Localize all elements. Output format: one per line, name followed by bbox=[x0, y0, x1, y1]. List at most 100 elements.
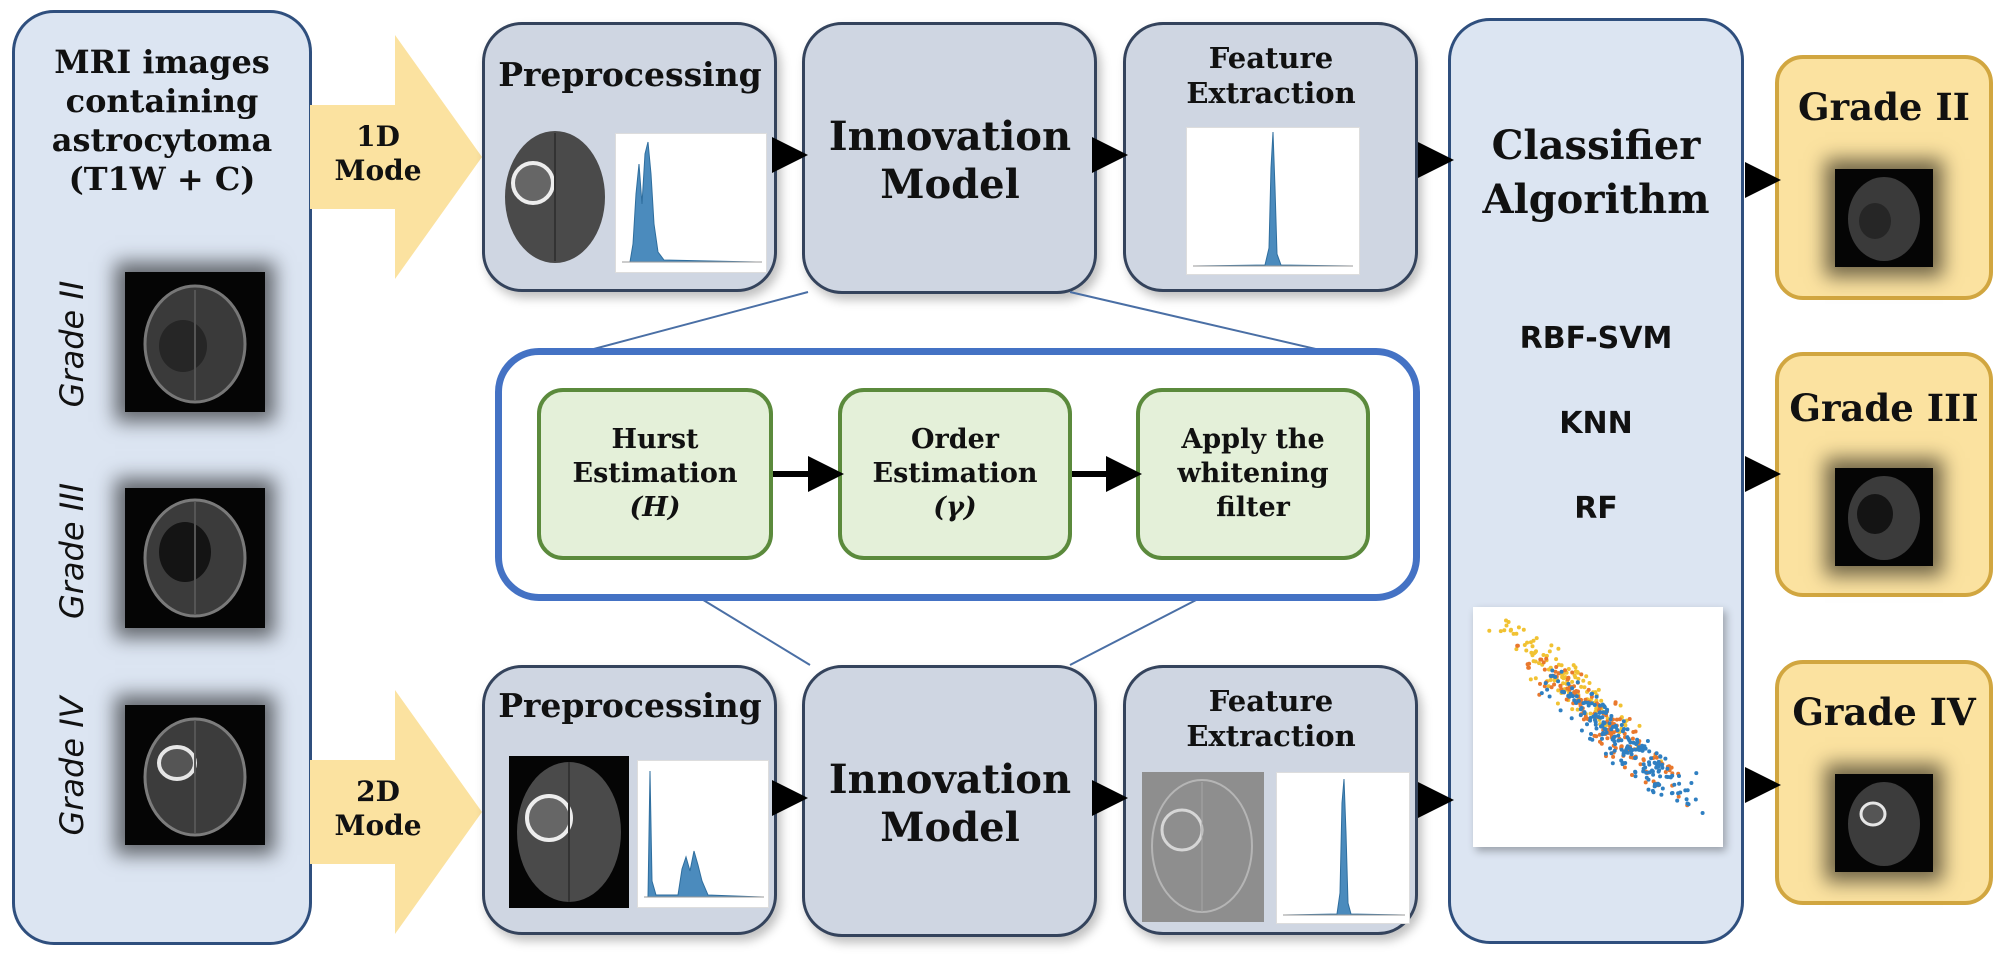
scatter-point bbox=[1596, 687, 1601, 692]
classifier-title-line: Algorithm bbox=[1482, 176, 1710, 223]
scatter-point bbox=[1628, 746, 1633, 751]
scatter-point bbox=[1570, 679, 1575, 684]
scatter-point bbox=[1644, 775, 1649, 780]
mri-grade-iv-image bbox=[125, 705, 265, 845]
scatter-point bbox=[1609, 714, 1614, 718]
scatter-point bbox=[1660, 786, 1665, 791]
scatter-point bbox=[1554, 665, 1559, 669]
scatter-point bbox=[1640, 748, 1645, 753]
mode-1d-arrow bbox=[310, 35, 482, 279]
scatter-point bbox=[1556, 679, 1561, 684]
scatter-point bbox=[1677, 781, 1682, 786]
scatter-point bbox=[1528, 677, 1533, 682]
scatter-point bbox=[1603, 751, 1608, 756]
scatter-point bbox=[1592, 703, 1597, 707]
innovation-title-top: Innovation Model bbox=[805, 113, 1095, 209]
scatter-point bbox=[1582, 710, 1587, 715]
scatter-point bbox=[1553, 669, 1558, 674]
innovation-line: Innovation bbox=[828, 113, 1072, 160]
scatter-point bbox=[1645, 739, 1650, 743]
innovation-line: Innovation bbox=[828, 756, 1072, 803]
scatter-point bbox=[1588, 711, 1593, 716]
scatter-point bbox=[1633, 770, 1638, 775]
scatter-point bbox=[1621, 719, 1626, 724]
scatter-point bbox=[1611, 724, 1615, 729]
scatter-point bbox=[1566, 693, 1571, 698]
order-line: (γ) bbox=[933, 491, 977, 523]
scatter-point bbox=[1563, 668, 1567, 673]
scatter-point bbox=[1504, 618, 1508, 623]
algo-rbf-svm: RBF-SVM bbox=[1519, 321, 1673, 356]
scatter-point bbox=[1693, 797, 1698, 802]
scatter-point bbox=[1685, 801, 1690, 806]
feature-title-top: Feature Extraction bbox=[1126, 41, 1416, 111]
scatter-point bbox=[1622, 765, 1627, 770]
scatter-point bbox=[1625, 744, 1630, 749]
scatter-point bbox=[1586, 700, 1590, 705]
scatter-point bbox=[1570, 670, 1575, 675]
scatter-point bbox=[1548, 674, 1553, 679]
input-title-line: containing bbox=[65, 82, 259, 121]
whitening-line: Apply the bbox=[1181, 424, 1325, 456]
scatter-point bbox=[1570, 686, 1575, 691]
scatter-point bbox=[1633, 774, 1638, 779]
scatter-point bbox=[1605, 716, 1610, 721]
scatter-point bbox=[1548, 678, 1553, 683]
scatter-point bbox=[1641, 758, 1646, 763]
scatter-point bbox=[1676, 794, 1681, 799]
hurst-line: Estimation bbox=[572, 458, 738, 490]
scatter-point bbox=[1625, 735, 1630, 740]
scatter-point bbox=[1659, 792, 1664, 797]
output-grade-ii-label: Grade II bbox=[1798, 85, 1970, 129]
feature-line: Feature bbox=[1208, 684, 1334, 718]
scatter-point bbox=[1509, 627, 1513, 632]
scatter-point bbox=[1672, 782, 1677, 787]
scatter-point bbox=[1665, 766, 1670, 771]
scatter-point bbox=[1612, 748, 1617, 753]
scatter-point bbox=[1601, 720, 1606, 725]
scatter-point bbox=[1594, 726, 1599, 731]
scatter-plot-image bbox=[1473, 607, 1723, 847]
scatter-point bbox=[1651, 790, 1656, 795]
scatter-point bbox=[1586, 687, 1591, 692]
scatter-point bbox=[1638, 762, 1643, 767]
scatter-point bbox=[1585, 722, 1589, 727]
scatter-point bbox=[1614, 717, 1619, 722]
scatter-point bbox=[1537, 661, 1541, 666]
scatter-point bbox=[1541, 660, 1546, 665]
scatter-point bbox=[1619, 747, 1624, 752]
scatter-point bbox=[1590, 737, 1595, 742]
output-grade-iv-box: Grade IV bbox=[1775, 660, 1993, 905]
scatter-point bbox=[1584, 674, 1589, 679]
scatter-point bbox=[1678, 790, 1683, 795]
scatter-point bbox=[1637, 723, 1642, 728]
scatter-point bbox=[1654, 755, 1659, 760]
scatter-point bbox=[1538, 681, 1542, 686]
output-grade-iii-box: Grade III bbox=[1775, 352, 1993, 597]
scatter-point bbox=[1521, 627, 1526, 632]
scatter-point bbox=[1593, 720, 1598, 725]
scatter-point bbox=[1629, 752, 1634, 757]
scatter-point bbox=[1643, 780, 1648, 785]
feature-title-bottom: Feature Extraction bbox=[1126, 684, 1416, 754]
mode-1d-label: 1D Mode bbox=[318, 120, 438, 187]
scatter-point bbox=[1502, 628, 1507, 633]
scatter-point bbox=[1663, 756, 1668, 761]
histogram-bottom bbox=[637, 760, 769, 908]
scatter-point bbox=[1514, 647, 1519, 652]
scatter-point bbox=[1556, 646, 1561, 651]
scatter-point bbox=[1610, 761, 1615, 766]
scatter-point bbox=[1566, 675, 1571, 680]
scatter-point bbox=[1544, 656, 1549, 661]
scatter-point bbox=[1596, 715, 1601, 719]
scatter-point bbox=[1558, 683, 1563, 688]
whitening-filter-box: Apply the whitening filter bbox=[1136, 388, 1370, 560]
scatter-point bbox=[1624, 747, 1629, 752]
scatter-point bbox=[1530, 644, 1535, 649]
preprocessed-mri-top bbox=[499, 127, 609, 267]
scatter-point bbox=[1700, 811, 1705, 815]
scatter-point bbox=[1663, 770, 1668, 774]
mode-1d-line: Mode bbox=[334, 153, 422, 187]
